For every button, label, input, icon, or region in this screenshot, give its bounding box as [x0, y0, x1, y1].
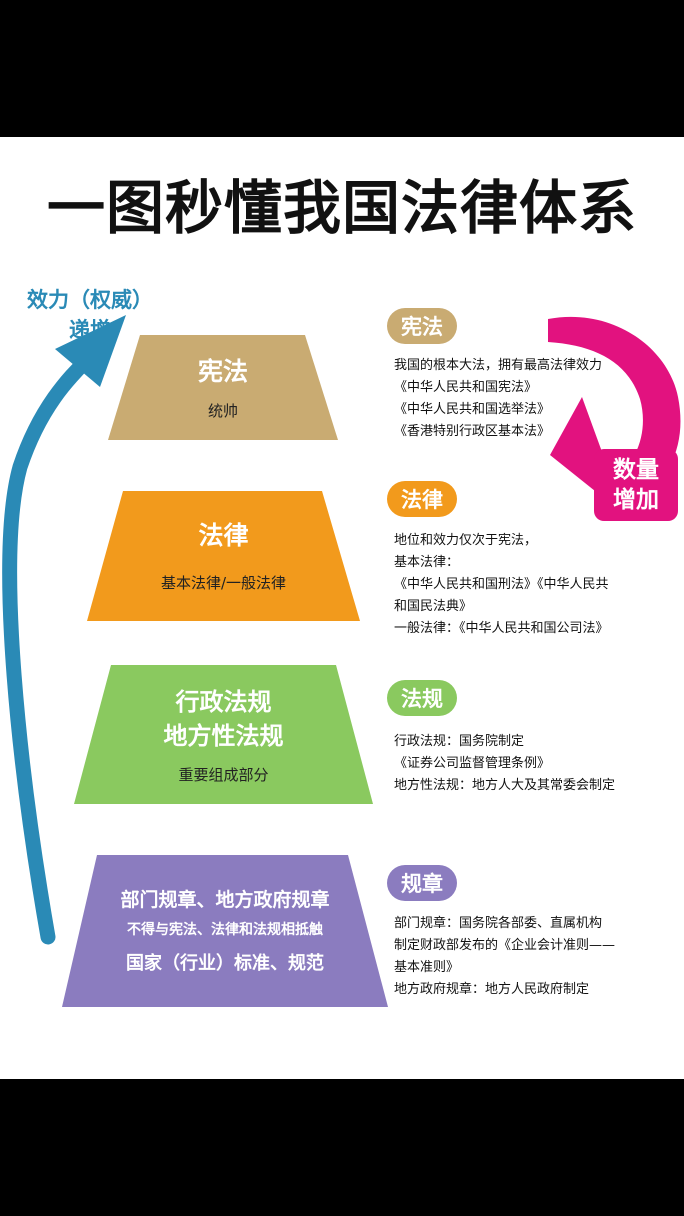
desc-line: 《中华人民共和国选举法》	[394, 402, 551, 417]
tier-1-shape	[108, 335, 338, 440]
desc-line: 《香港特别行政区基本法》	[394, 424, 551, 439]
desc-line: 行政法规：国务院制定	[394, 734, 525, 749]
tier-2-label: 法律 基本法律/一般法律	[87, 491, 360, 621]
desc-line: 基本准则》	[394, 960, 460, 975]
quantity-label: 数量 增加	[596, 455, 676, 515]
authority-label-line-2: 递增	[69, 318, 111, 342]
desc-line: 我国的根本大法，拥有最高法律效力	[394, 358, 603, 373]
tier-4-title: 部门规章、地方政府规章	[120, 889, 330, 911]
tier-4-sub-line-1: 不得与宪法、法律和法规相抵触	[127, 922, 323, 938]
tier-3-title-line-1: 行政法规	[175, 687, 272, 716]
tier-2-title: 法律	[198, 521, 249, 550]
tier-3-title-line-2: 地方性法规	[163, 721, 284, 750]
decor-layer	[2, 315, 681, 1007]
tier-3-badge: 法规	[387, 680, 457, 716]
desc-line: 基本法律：	[394, 555, 460, 570]
authority-arrow-head-icon	[55, 315, 126, 387]
tier-2-badge: 法律	[387, 481, 457, 517]
tier-1-desc: 我国的根本大法，拥有最高法律效力 《中华人民共和国宪法》 《中华人民共和国选举法…	[394, 355, 680, 443]
desc-line: 和国民法典》	[394, 599, 473, 614]
tier-2-sub: 基本法律/一般法律	[160, 574, 287, 592]
desc-line: 一般法律：《中华人民共和国公司法》	[394, 621, 609, 636]
tier-4-label: 部门规章、地方政府规章 不得与宪法、法律和法规相抵触 国家（行业）标准、规范	[62, 855, 388, 1007]
desc-line: 地方性法规：地方人大及其常委会制定	[394, 778, 616, 793]
tier-2-shape	[87, 491, 360, 621]
desc-line: 《中华人民共和国宪法》	[394, 380, 538, 395]
quantity-label-line-1: 数量	[613, 457, 659, 483]
tier-2-desc: 地位和效力仅次于宪法， 基本法律： 《中华人民共和国刑法》《中华人民共 和国民法…	[394, 530, 680, 640]
desc-line: 制定财政部发布的《企业会计准则——	[394, 938, 616, 953]
tier-4-sub-line-2: 国家（行业）标准、规范	[126, 953, 324, 974]
desc-line: 地位和效力仅次于宪法，	[394, 533, 538, 548]
desc-line: 《证券公司监督管理条例》	[394, 756, 551, 771]
desc-line: 部门规章：国务院各部委、直属机构	[394, 916, 603, 931]
authority-arrow-icon	[2, 354, 93, 945]
tier-3-shape	[74, 665, 373, 804]
authority-label: 效力（权威） 递增	[10, 285, 170, 345]
quantity-label-bg	[594, 449, 678, 521]
tier-4-desc: 部门规章：国务院各部委、直属机构 制定财政部发布的《企业会计准则—— 基本准则》…	[394, 913, 680, 1001]
tier-4-shape	[62, 855, 388, 1007]
tier-1-title: 宪法	[197, 356, 248, 386]
quantity-label-line-2: 增加	[613, 487, 659, 513]
tier-1-sub: 统帅	[207, 401, 238, 420]
authority-label-line-1: 效力（权威）	[27, 288, 153, 312]
page-title: 一图秒懂我国法律体系	[46, 174, 637, 242]
tier-3-desc: 行政法规：国务院制定 《证券公司监督管理条例》 地方性法规：地方人大及其常委会制…	[394, 731, 680, 797]
desc-line: 地方政府规章：地方人民政府制定	[394, 982, 590, 997]
tier-3-label: 行政法规 地方性法规 重要组成部分	[74, 665, 373, 804]
tier-3-sub: 重要组成部分	[178, 765, 269, 784]
poster: 一图秒懂我国法律体系 效力（权威） 递增 数量 增加 宪法 统帅 法律 基本法律…	[0, 137, 684, 1079]
desc-line: 《中华人民共和国刑法》《中华人民共	[394, 577, 609, 592]
tier-1-badge: 宪法	[387, 308, 457, 344]
tier-1-label: 宪法 统帅	[108, 335, 338, 440]
tier-4-badge: 规章	[387, 865, 457, 901]
